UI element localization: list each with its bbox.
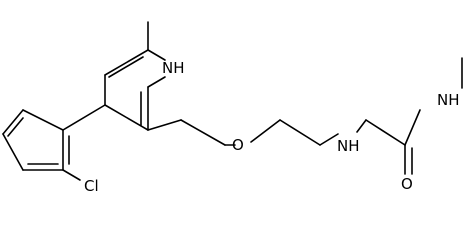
ether-amine-chain bbox=[147, 57, 463, 175]
bond-ch2-nh bbox=[319, 133, 339, 146]
bond-c6-nh bbox=[147, 49, 166, 61]
bond-nh-c2 bbox=[147, 76, 166, 88]
atom-label-chlorine: Cl bbox=[84, 177, 99, 191]
bond-c6-c5-double bbox=[108, 56, 144, 78]
bond-ar3-ar4 bbox=[2, 133, 24, 171]
atom-labels: NH O NH O NH Cl bbox=[84, 59, 460, 191]
molecule-structure: NH O NH O NH Cl bbox=[2, 21, 463, 191]
atom-label-amide-nh: NH bbox=[437, 91, 460, 109]
bond-ch2-carbonyl bbox=[365, 119, 406, 146]
dihydropyridine-ring bbox=[104, 21, 166, 131]
bond-c4-aryl bbox=[62, 104, 106, 131]
bond-ar2-ar3-double bbox=[7, 117, 24, 137]
bond-o-ch2 bbox=[250, 119, 281, 143]
atom-label-ether-o: O bbox=[232, 136, 244, 154]
bond-nh-ch2 bbox=[356, 119, 367, 133]
bond-ar1-ar2 bbox=[22, 109, 64, 131]
atom-label-amine-nh: NH bbox=[337, 137, 360, 155]
bond-ch2-ch2-b bbox=[279, 119, 321, 146]
bond-c4-c3 bbox=[104, 104, 149, 131]
atom-label-ring-nh: NH bbox=[162, 59, 185, 77]
bond-carbonyl-nh bbox=[404, 109, 421, 146]
bond-ar5-cl bbox=[62, 169, 81, 181]
chlorophenyl-ring bbox=[2, 104, 106, 181]
bond-ch2-ch2 bbox=[180, 119, 226, 146]
bond-ar2-ar3 bbox=[2, 109, 24, 135]
bond-c2-ch2 bbox=[147, 119, 182, 131]
atom-label-amide-o: O bbox=[401, 175, 413, 191]
bond-c6-c5 bbox=[104, 49, 149, 76]
